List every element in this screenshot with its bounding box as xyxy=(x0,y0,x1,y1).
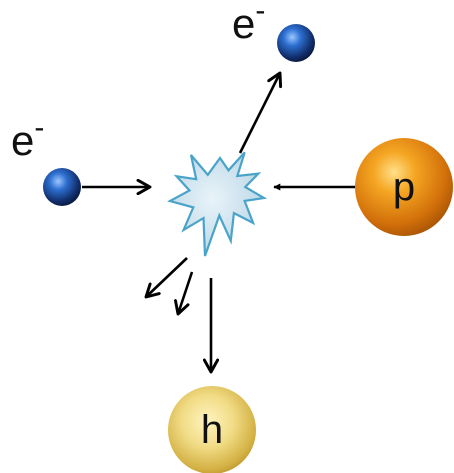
outgoing-electron-sphere xyxy=(277,24,315,62)
fragment-arrow-1 xyxy=(146,257,188,297)
incoming-electron-sphere xyxy=(43,168,81,206)
hadron-label: h xyxy=(201,408,223,452)
interaction-vertex-starburst xyxy=(167,151,268,257)
proton-sphere xyxy=(355,138,453,236)
outgoing-electron-arrow xyxy=(238,73,280,154)
hadron-sphere xyxy=(168,386,256,473)
incoming-electron-label: e- xyxy=(11,111,44,164)
fragment-arrow-2 xyxy=(178,271,194,314)
outgoing-electron-label: e- xyxy=(232,0,265,47)
proton-label: p xyxy=(393,165,415,209)
